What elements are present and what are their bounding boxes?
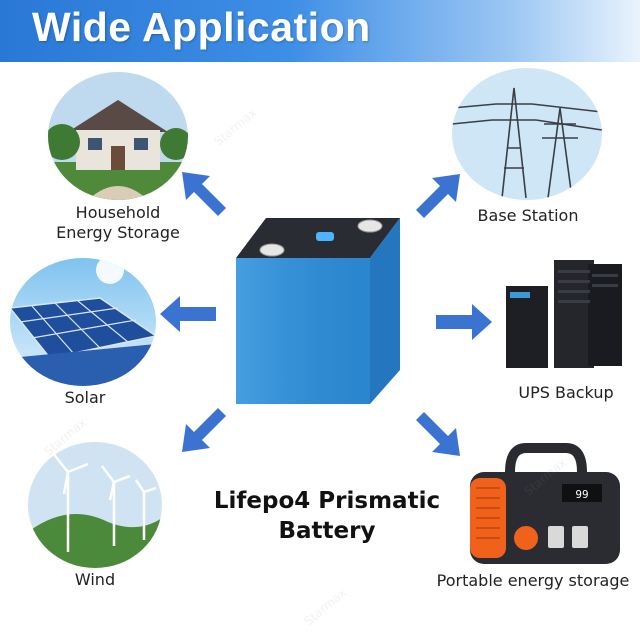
household-label-line2: Energy Storage — [56, 223, 180, 242]
arrow-to-household-icon — [182, 172, 226, 216]
arrow-to-portable-icon — [416, 412, 460, 456]
solar-label: Solar — [64, 388, 106, 407]
ups-image — [496, 256, 624, 376]
household-label: Household Energy Storage — [48, 203, 188, 243]
wind-image — [28, 442, 162, 568]
portable-image: 99 — [466, 442, 624, 568]
arrow-to-ups-icon — [436, 304, 492, 340]
solar-image — [10, 258, 156, 386]
svg-text:99: 99 — [575, 488, 588, 501]
household-image — [48, 72, 188, 200]
watermark: Starmax — [211, 105, 260, 149]
wind-label: Wind — [74, 570, 116, 589]
arrow-to-base-station-icon — [416, 174, 460, 218]
arrow-to-solar-icon — [160, 296, 216, 332]
banner-title: Wide Application — [32, 4, 371, 50]
watermark: Starmax — [301, 585, 350, 629]
base-station-image — [452, 68, 602, 200]
battery-caption-line2: Battery — [278, 518, 376, 544]
ups-label: UPS Backup — [518, 383, 614, 402]
battery-caption-line1: Lifepo4 Prismatic — [213, 488, 441, 514]
header-banner: Wide Application — [0, 0, 640, 62]
portable-label: Portable energy storage — [436, 571, 630, 590]
battery-caption: Lifepo4 Prismatic Battery — [212, 486, 442, 546]
arrow-to-wind-icon — [182, 408, 226, 452]
base-station-label: Base Station — [477, 206, 579, 225]
household-label-line1: Household — [75, 203, 161, 222]
lifepo4-battery-image — [230, 210, 406, 406]
